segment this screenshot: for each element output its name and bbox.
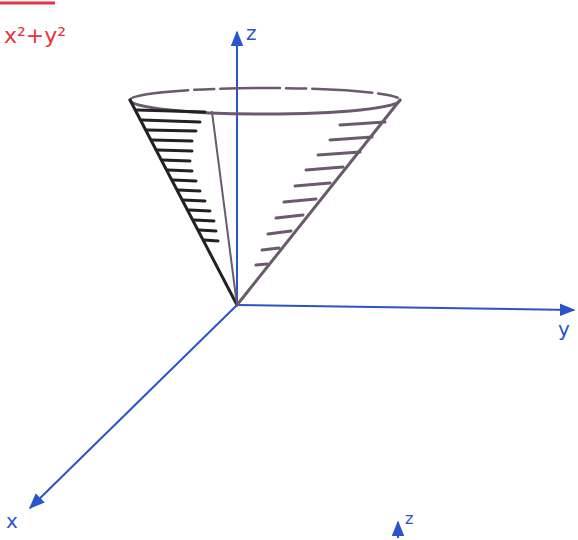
rim-front [130, 100, 400, 114]
cone-left-edge [130, 100, 237, 305]
cone-right-edge [237, 100, 400, 305]
surface-equation: x²+y² [4, 24, 66, 48]
axis-label: z [405, 510, 413, 528]
y-axis [237, 305, 574, 310]
cone-ridge [212, 112, 237, 305]
axis-label: z [246, 22, 257, 44]
rim-back [130, 88, 400, 100]
z-arrow [397, 522, 399, 538]
x-axis [30, 305, 237, 508]
axis-label: y [558, 318, 570, 340]
z-axis [236, 32, 238, 305]
right-hatching [256, 122, 385, 265]
axis-label: x [6, 510, 18, 532]
red-stroke [0, 2, 55, 5]
cone [130, 88, 400, 305]
left-hatching [137, 110, 218, 241]
axes [30, 32, 574, 538]
